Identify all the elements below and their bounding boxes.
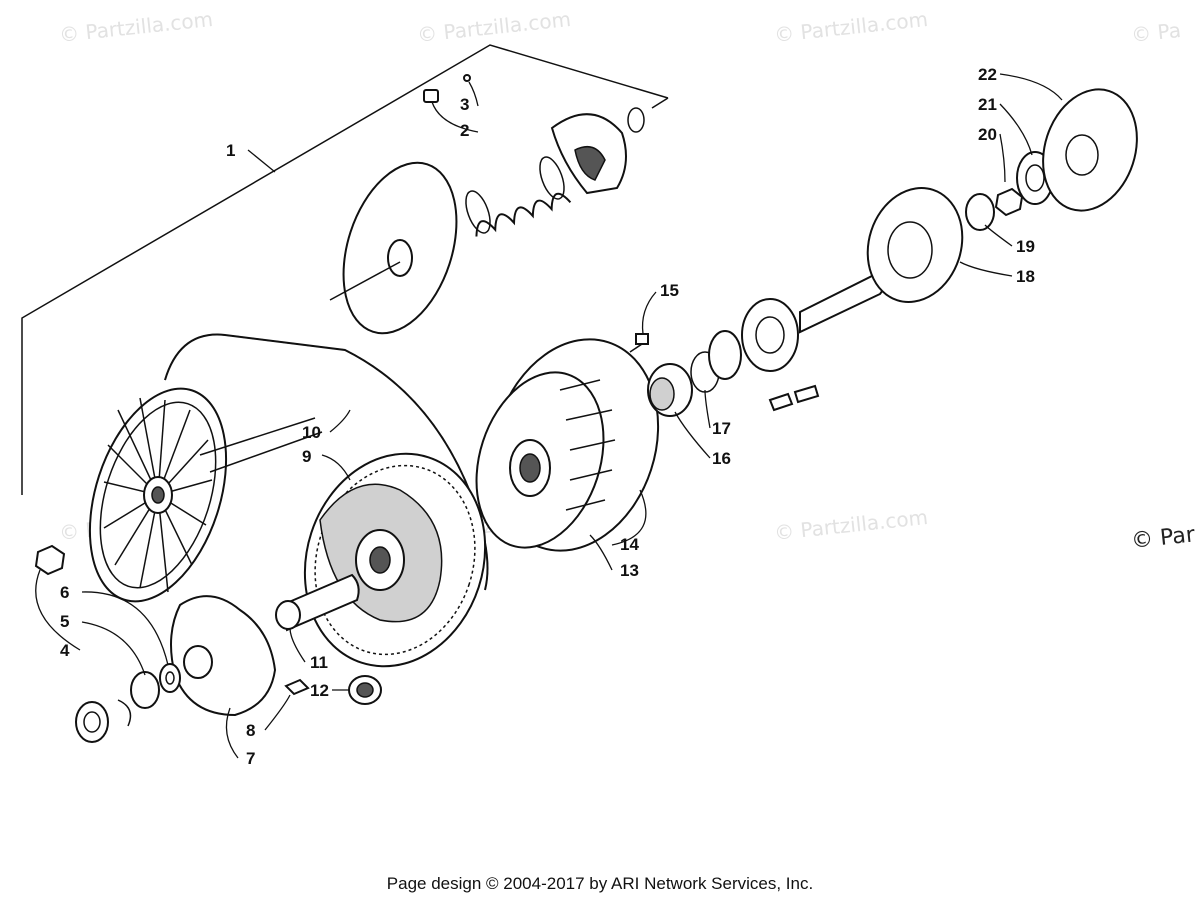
cam-spider (550, 107, 645, 195)
callout-8: 8 (246, 721, 255, 740)
callout-16: 16 (712, 449, 731, 468)
clutch-outer-sheave (329, 161, 458, 335)
watermark: © Partzilla.com (773, 505, 929, 545)
screw-15 (629, 333, 649, 353)
callout-11: 11 (310, 653, 328, 672)
small-parts-2-3 (423, 74, 471, 103)
callout-15: 15 (660, 281, 679, 300)
clutch-22 (1042, 88, 1138, 212)
callout-9: 9 (302, 447, 311, 466)
driven-pulley (475, 338, 660, 552)
callout-18: 18 (1016, 267, 1035, 286)
leader-lines (35, 73, 1063, 759)
watermark: © Partzilla.com (416, 7, 572, 47)
callout-1: 1 (226, 141, 235, 160)
nut-clip (75, 699, 132, 743)
watermark: © Partzilla.com (773, 7, 929, 47)
callout-13: 13 (620, 561, 639, 580)
rings-19-20-21 (965, 151, 1054, 231)
callout-19: 19 (1016, 237, 1035, 256)
callout-14: 14 (620, 535, 639, 554)
callout-12: 12 (310, 681, 329, 700)
watermark: © Partzilla.com (58, 7, 214, 47)
spring (465, 156, 572, 237)
output-shaft-18 (799, 187, 964, 334)
callout-20: 20 (978, 125, 997, 144)
callout-10: 10 (302, 423, 321, 442)
callout-7: 7 (246, 749, 255, 768)
callout-22: 22 (978, 65, 997, 84)
callout-5: 5 (60, 612, 69, 631)
shaft (275, 573, 360, 632)
callout-3: 3 (460, 95, 469, 114)
callout-2: 2 (460, 121, 469, 140)
callout-17: 17 (712, 419, 731, 438)
footer-copyright: Page design © 2004-2017 by ARI Network S… (387, 874, 813, 893)
callout-21: 21 (978, 95, 997, 114)
washers-4-5-6 (34, 544, 181, 709)
bushing-12 (348, 675, 382, 705)
watermark: © Par (1130, 522, 1197, 554)
bracket-group-1 (21, 44, 669, 495)
callouts: 1 2 3 4 5 6 7 8 9 10 11 12 13 14 15 16 1… (60, 65, 1035, 768)
callout-6: 6 (60, 583, 69, 602)
watermark: © Pa (1130, 18, 1182, 47)
bearings (708, 298, 820, 412)
bushing-16-17 (647, 351, 720, 417)
drive-clutch-fixed-sheave (88, 387, 323, 603)
callout-4: 4 (60, 641, 70, 660)
spider-7 (170, 595, 310, 717)
